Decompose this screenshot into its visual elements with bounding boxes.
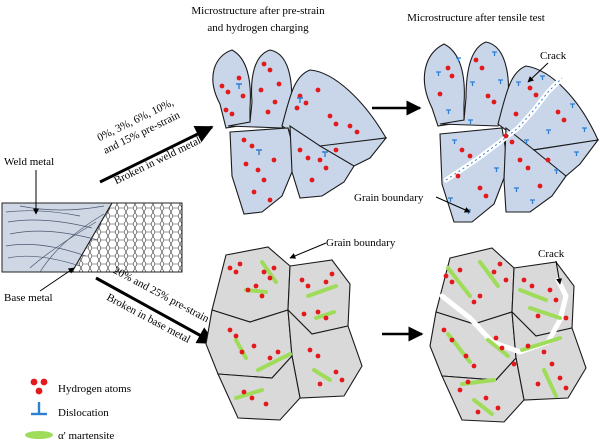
weld-dendrite-lines (5, 205, 105, 273)
dislocations-top-right (436, 51, 587, 214)
label-crack-bottom: Crack (538, 248, 565, 260)
hydrogen-atoms-icon (30, 378, 48, 395)
hydrogen-atoms-bottom-right (441, 261, 569, 415)
label-grain-boundary-top: Grain boundary (354, 192, 424, 204)
legend-label-hydrogen: Hydrogen atoms (58, 383, 131, 395)
legend-label-dislocation: Dislocation (58, 407, 109, 419)
crack-top-pointer (527, 62, 549, 83)
lower-process-arrow (95, 276, 216, 345)
hydrogen-atoms-top-right (437, 57, 567, 199)
title-tensile-test: Microstructure after tensile test (407, 12, 545, 24)
base-metal-region (71, 202, 183, 273)
label-crack-top: Crack (540, 50, 567, 62)
label-base-metal: Base metal (4, 292, 53, 304)
weld-microstructure-tensile (423, 41, 600, 223)
crack-bottom-pointer (555, 260, 563, 285)
dislocation-icon (31, 402, 47, 416)
weld-microstructure-charged (212, 49, 388, 215)
title-pre-strain-line2: and hydrogen charging (207, 22, 309, 34)
title-pre-strain-line1: Microstructure after pre-strain (191, 5, 325, 17)
legend-label-martensite: α' martensite (58, 430, 114, 442)
base-metal-pointer (39, 267, 75, 292)
hydrogen-atoms-bottom (227, 261, 345, 407)
label-grain-boundary-bottom: Grain boundary (326, 237, 396, 249)
base-microstructure-charged (205, 246, 363, 421)
weld-specimen (1, 202, 183, 273)
martensite-icon (25, 431, 53, 439)
hydrogen-atoms-top (219, 61, 360, 203)
martensite-bottom (234, 260, 338, 400)
base-microstructure-tensile (429, 247, 587, 423)
grain-boundary-bottom-pointer (289, 242, 327, 259)
legend: Hydrogen atoms Dislocation α' martensite (25, 378, 131, 442)
grain-boundary-top-pointer (435, 196, 471, 213)
label-weld-metal: Weld metal (4, 156, 54, 168)
upper-process-arrow (99, 125, 214, 184)
dislocations-top (236, 83, 328, 157)
